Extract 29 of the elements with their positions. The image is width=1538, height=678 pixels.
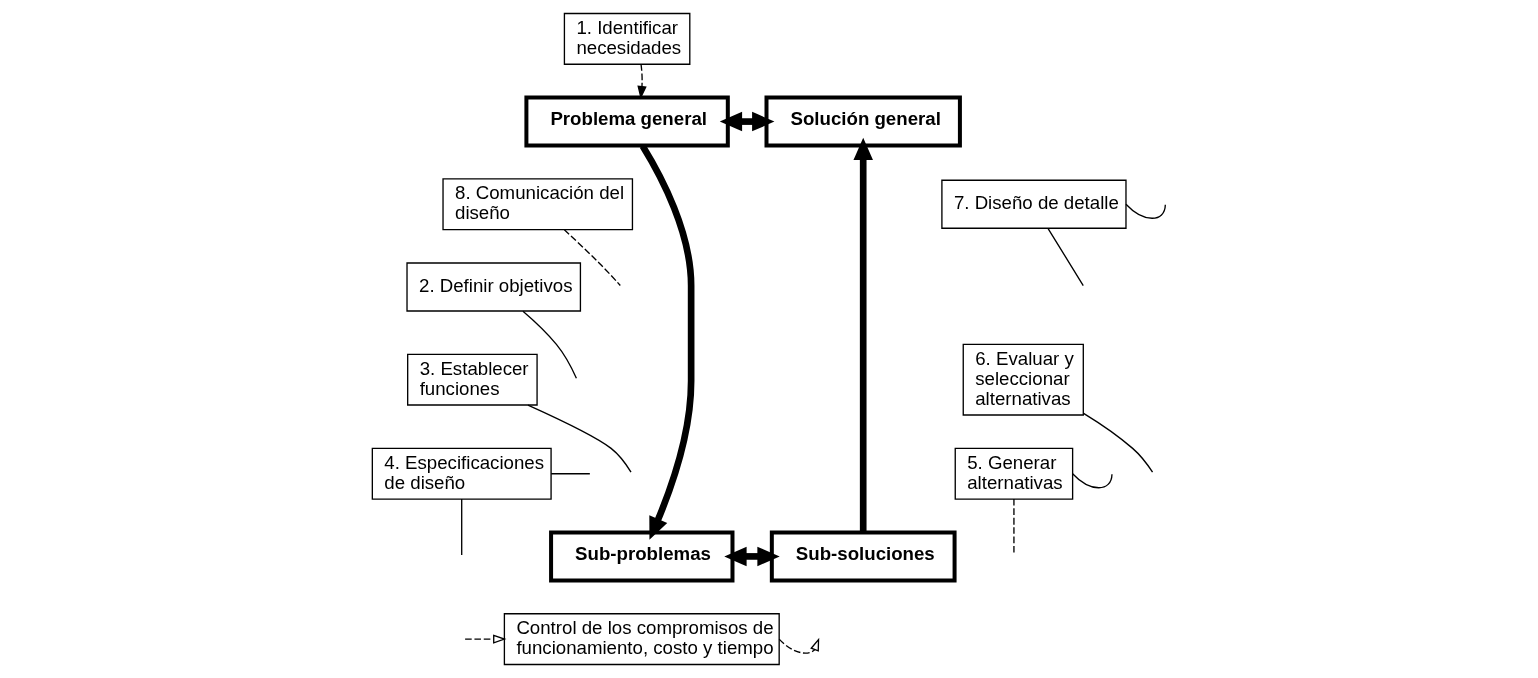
node-box: 7. Diseño de detalle <box>940 179 1127 229</box>
arrow <box>719 111 774 132</box>
connector <box>526 404 632 473</box>
connector <box>563 229 621 287</box>
node-box: 2. Definir objetivos <box>405 262 581 312</box>
connector <box>1012 498 1015 556</box>
connector <box>521 310 577 379</box>
arrow <box>723 546 780 567</box>
node-box: 3. Establecer funciones <box>406 353 538 406</box>
node-box: 5. Generar alternativas <box>954 447 1073 500</box>
connector <box>460 498 462 556</box>
connector <box>550 473 590 475</box>
arrow <box>778 637 819 654</box>
arrow <box>852 137 873 532</box>
arrow <box>463 634 506 644</box>
node-box: Control de los compromisos de funcionamiento, costo y tiempo <box>503 613 780 666</box>
arrow <box>639 144 694 540</box>
connector <box>1046 227 1084 287</box>
node-box: 1. Identificar necesidades <box>563 12 690 65</box>
connector <box>1082 412 1153 473</box>
node-box: Sub-problemas <box>548 530 734 583</box>
connector <box>1071 473 1113 489</box>
node-box: 8. Comunicación del diseño <box>441 178 633 231</box>
node-box: Sub-soluciones <box>769 530 957 583</box>
node-box: Problema general <box>523 95 730 148</box>
connector <box>1124 203 1166 219</box>
node-box: 4. Especificaciones de diseño <box>371 447 552 500</box>
node-box: Solución general <box>764 95 962 148</box>
node-box: 6. Evaluar y seleccionar alternativas <box>962 343 1084 416</box>
